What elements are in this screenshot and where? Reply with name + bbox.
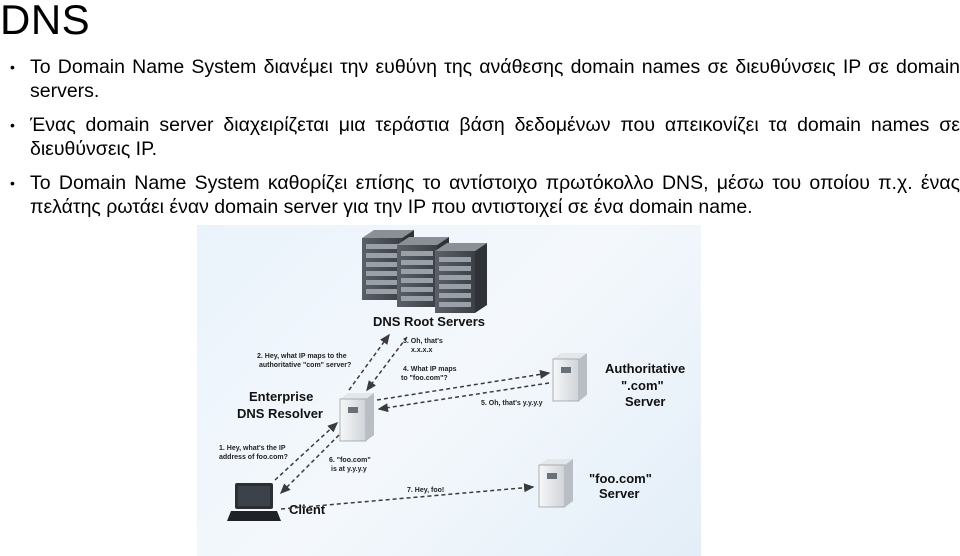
step7-label: 7. Hey, foo! [407,487,444,494]
foo-server-icon [538,459,573,508]
arrow-step1 [274,421,339,481]
bullet-item: • To Domain Name System διανέμει την ευθ… [10,55,960,103]
bullet-text: Ένας domain server διαχειρίζεται μια τερ… [30,114,960,160]
bullet-dot-icon: • [10,175,15,191]
step3-label-line2: x.x.x.x [411,347,433,354]
dns-diagram: DNS Root Servers Enterprise DNS Resolver… [197,225,701,556]
root-servers-label: DNS Root Servers [373,314,485,329]
arrow-step6 [279,434,340,495]
bullet-list: • To Domain Name System διανέμει την ευθ… [10,55,960,229]
bullet-dot-icon: • [10,59,15,75]
foo-server-label-line1: "foo.com" [589,471,652,486]
step6-label-line2: is at y.y.y.y [331,466,367,473]
step2-label-line2: authoritative "com" server? [259,362,351,369]
arrow-step7 [280,483,535,510]
resolver-label-line2: DNS Resolver [237,406,323,421]
arrow-step4 [376,369,551,401]
bullet-text: Το Domain Name System καθορίζει επίσης τ… [30,172,960,218]
root-servers-icon [362,230,487,313]
bullet-dot-icon: • [10,117,15,133]
page-title: DNS [0,0,91,43]
client-laptop-icon [227,483,281,521]
flow-arrows [274,333,551,510]
step2-label-line1: 2. Hey, what IP maps to the [257,353,347,360]
resolver-label-line1: Enterprise [249,389,313,404]
step4-label-line2: to "foo.com"? [401,375,448,382]
step1-label-line1: 1. Hey, what's the IP [219,445,286,452]
authoritative-label-line2: ".com" [621,378,664,393]
foo-server-label-line2: Server [599,486,639,501]
step1-label-line2: address of foo.com? [219,454,288,461]
authoritative-server-icon [552,353,587,402]
resolver-server-icon [339,393,374,442]
arrow-step5 [377,382,550,413]
step5-label: 5. Oh, that's y.y.y.y [481,400,543,407]
bullet-item: • Ένας domain server διαχειρίζεται μια τ… [10,113,960,161]
authoritative-label-line3: Server [625,394,665,409]
arrow-step2 [348,333,390,391]
bullet-item: • Το Domain Name System καθορίζει επίσης… [10,171,960,219]
step4-label-line1: 4. What IP maps [403,366,457,373]
authoritative-label-line1: Authoritative [605,361,685,376]
arrow-step3 [366,336,408,392]
bullet-text: To Domain Name System διανέμει την ευθύν… [30,56,960,102]
client-label: Client [289,502,326,517]
dns-diagram-svg: DNS Root Servers Enterprise DNS Resolver… [219,230,685,521]
step3-label-line1: 3. Oh, that's [403,338,443,345]
step6-label-line1: 6. "foo.com" [329,457,371,464]
